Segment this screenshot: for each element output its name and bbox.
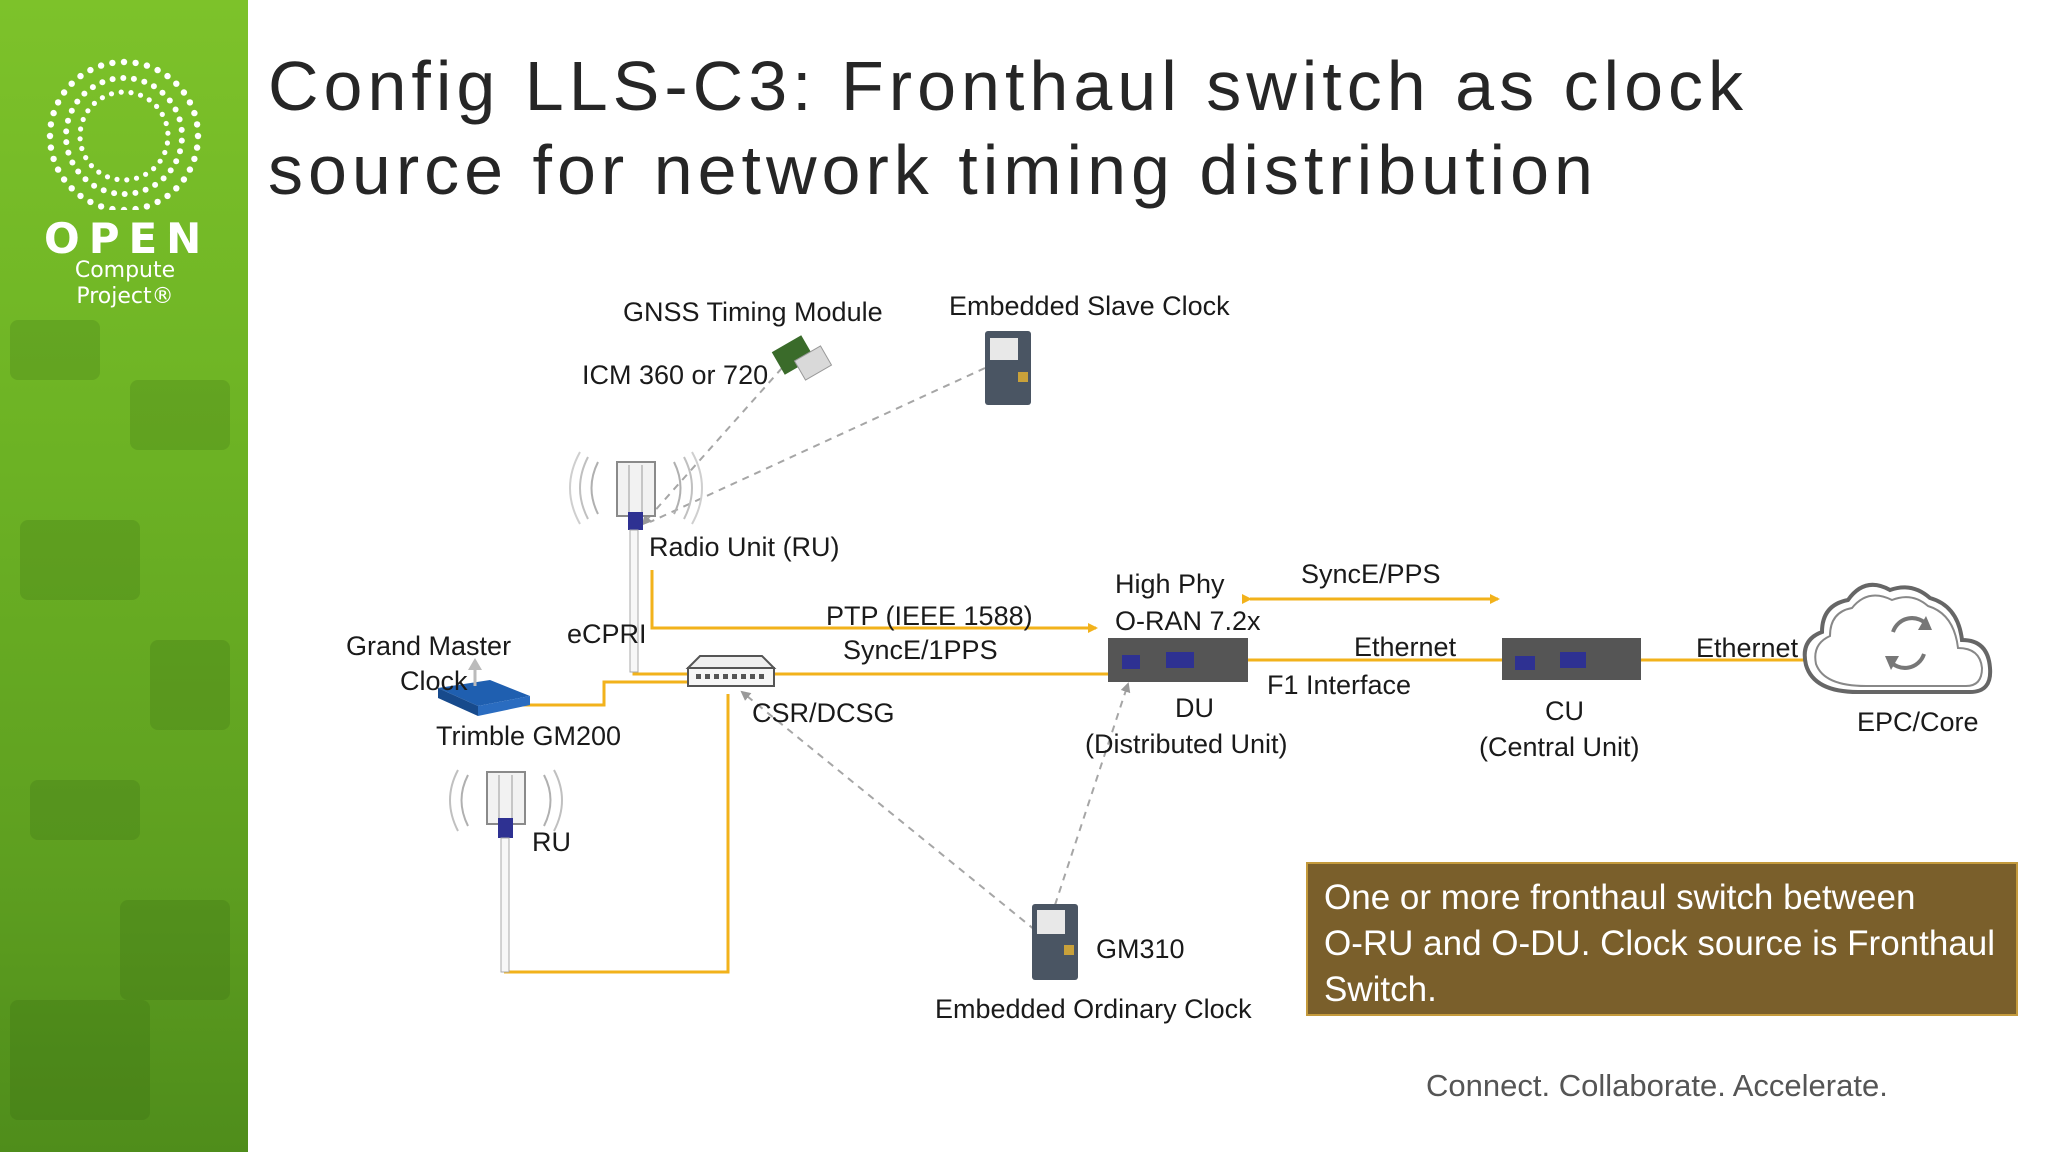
label-high-phy: High Phy	[1115, 569, 1225, 599]
note-callout: One or more fronthaul switch between O-R…	[1306, 862, 2018, 1016]
footer-tagline: Connect. Collaborate. Accelerate.	[1426, 1068, 1888, 1103]
slide-title: Config LLS-C3: Fronthaul switch as clock…	[268, 44, 2028, 212]
title-line-2: source for network timing distribution	[268, 131, 1598, 209]
callout-line-3: Switch.	[1324, 970, 1437, 1009]
label-ptp: PTP (IEEE 1588)	[826, 601, 1033, 631]
label-embedded-ordinary-clock: Embedded Ordinary Clock	[935, 994, 1252, 1024]
radio-unit-icon	[569, 451, 703, 673]
label-gnss-module: GNSS Timing Module	[623, 297, 883, 327]
label-clock: Clock	[400, 666, 468, 696]
label-synce-pps: SyncE/PPS	[1301, 559, 1441, 589]
label-cu: CU	[1545, 696, 1584, 726]
gm310-board-icon	[1032, 904, 1078, 980]
label-ethernet-cu-core: Ethernet	[1696, 633, 1799, 663]
embedded-slave-clock-icon	[985, 331, 1031, 405]
label-grand-master: Grand Master	[346, 631, 511, 661]
callout-line-2: O-RU and O-DU. Clock source is Fronthaul	[1324, 924, 1996, 963]
gm310-to-du-link	[1054, 682, 1131, 906]
cu-unit-icon	[1502, 638, 1641, 680]
du-unit-icon	[1108, 638, 1248, 682]
csr-switch-icon	[685, 655, 777, 687]
gnss-module-icon	[771, 335, 833, 381]
label-radio-unit: Radio Unit (RU)	[649, 532, 840, 562]
grandmaster-to-csr-link	[510, 680, 688, 707]
label-ethernet-du-cu: Ethernet	[1354, 632, 1457, 662]
ru-small-icon	[449, 769, 563, 973]
cloud-core-icon	[1802, 582, 1993, 694]
callout-line-1: One or more fronthaul switch between	[1324, 878, 1916, 917]
trimble-gm200-icon	[438, 658, 530, 716]
brand-wordmark: OPEN	[44, 214, 211, 263]
label-icm: ICM 360 or 720	[582, 360, 768, 390]
label-du: DU	[1175, 693, 1214, 723]
label-ecpri: eCPRI	[567, 619, 647, 649]
title-line-1: Config LLS-C3: Fronthaul switch as clock	[268, 47, 1748, 125]
brand-subtitle-2: Project®	[76, 284, 174, 309]
label-csr-dcsg: CSR/DCSG	[752, 698, 895, 728]
label-embedded-slave-clock: Embedded Slave Clock	[949, 291, 1230, 321]
ptp-arrow	[650, 570, 1098, 633]
label-f1-interface: F1 Interface	[1267, 670, 1411, 700]
brand-sidebar: OPEN Compute Project®	[0, 0, 248, 1152]
label-central-unit: (Central Unit)	[1479, 732, 1640, 762]
label-trimble-gm200: Trimble GM200	[436, 721, 621, 751]
ru-small-to-csr-link	[504, 694, 730, 974]
label-distributed-unit: (Distributed Unit)	[1085, 729, 1288, 759]
label-ru-small: RU	[532, 827, 571, 857]
label-synce-1pps: SyncE/1PPS	[843, 635, 998, 665]
label-gm310: GM310	[1096, 934, 1185, 964]
gnss-to-ru-link	[641, 367, 783, 526]
ocp-logo-icon	[46, 58, 202, 210]
label-epc-core: EPC/Core	[1857, 707, 1979, 737]
slave-clock-to-ru-link	[649, 367, 986, 523]
label-oran: O-RAN 7.2x	[1115, 606, 1261, 636]
gm310-to-csr-link	[740, 690, 1036, 931]
brand-subtitle-1: Compute	[74, 258, 176, 283]
